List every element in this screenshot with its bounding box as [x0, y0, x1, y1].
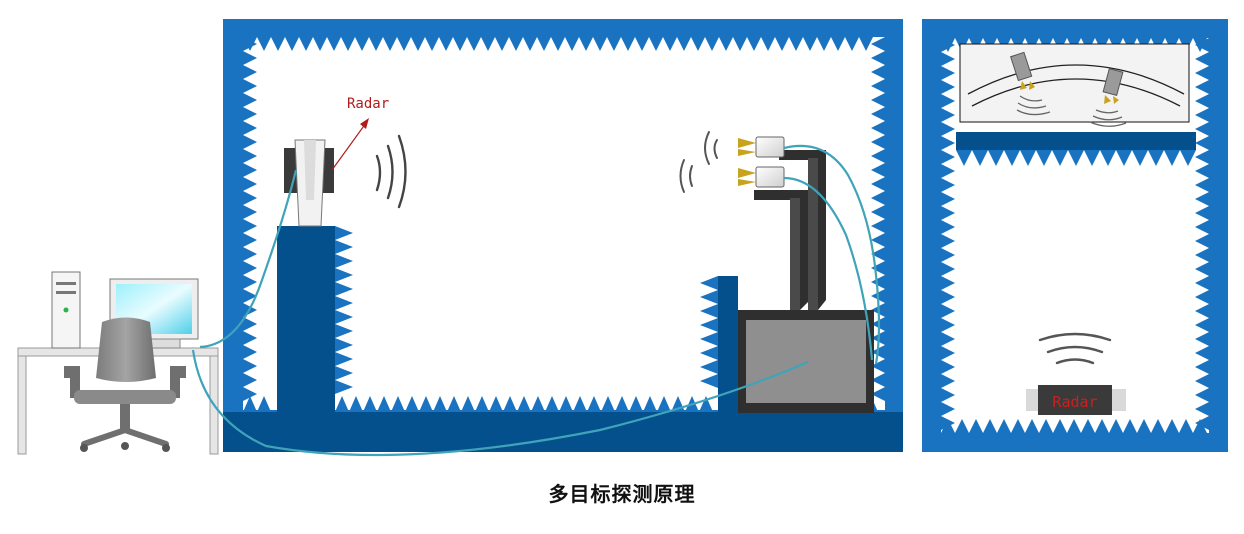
lower-target-arm	[754, 190, 810, 310]
radar-label: Radar	[347, 96, 389, 112]
target-rig	[679, 131, 874, 413]
target-left-topview	[1010, 51, 1051, 116]
radar-waves-main	[375, 134, 407, 209]
absorber-cones-pedestal	[335, 226, 353, 394]
corner-reflector-icon	[755, 136, 785, 158]
diagram-caption: 多目标探测原理	[548, 482, 696, 506]
top-view-inset	[959, 43, 1190, 123]
office-chair-icon	[64, 317, 186, 452]
side-anechoic-chamber: Radar	[922, 19, 1228, 452]
upper-target-arm	[779, 150, 826, 310]
radar-device-label: Radar	[1052, 393, 1097, 411]
corner-reflector-icon	[1102, 67, 1124, 97]
radar-sensor-icon	[1038, 385, 1112, 415]
radar-pedestal	[277, 226, 335, 412]
partition-wall	[718, 276, 738, 412]
target-upper	[738, 136, 785, 158]
cable-target-upper	[783, 144, 881, 365]
target-lower	[738, 166, 785, 188]
corner-reflector-icon	[755, 166, 785, 188]
cable-target-lower	[783, 176, 874, 361]
target-right-topview	[1089, 67, 1127, 127]
cable-radar	[199, 169, 298, 349]
chamber-floor	[223, 412, 903, 452]
cable-controller	[191, 349, 809, 457]
ceiling-shelf	[956, 132, 1196, 150]
radar-device: Radar	[1026, 385, 1126, 415]
absorber-cones-shelf	[956, 150, 1196, 166]
cables	[191, 144, 881, 457]
arc-rail-outer	[967, 64, 1185, 95]
arc-rail-inner	[971, 78, 1181, 107]
radar-waves-side	[1038, 332, 1112, 365]
reflected-waves	[679, 131, 718, 193]
corner-reflector-icon	[1010, 51, 1033, 82]
absorber-cones-partition	[700, 276, 718, 388]
radar-pointer-arrow	[331, 122, 367, 171]
